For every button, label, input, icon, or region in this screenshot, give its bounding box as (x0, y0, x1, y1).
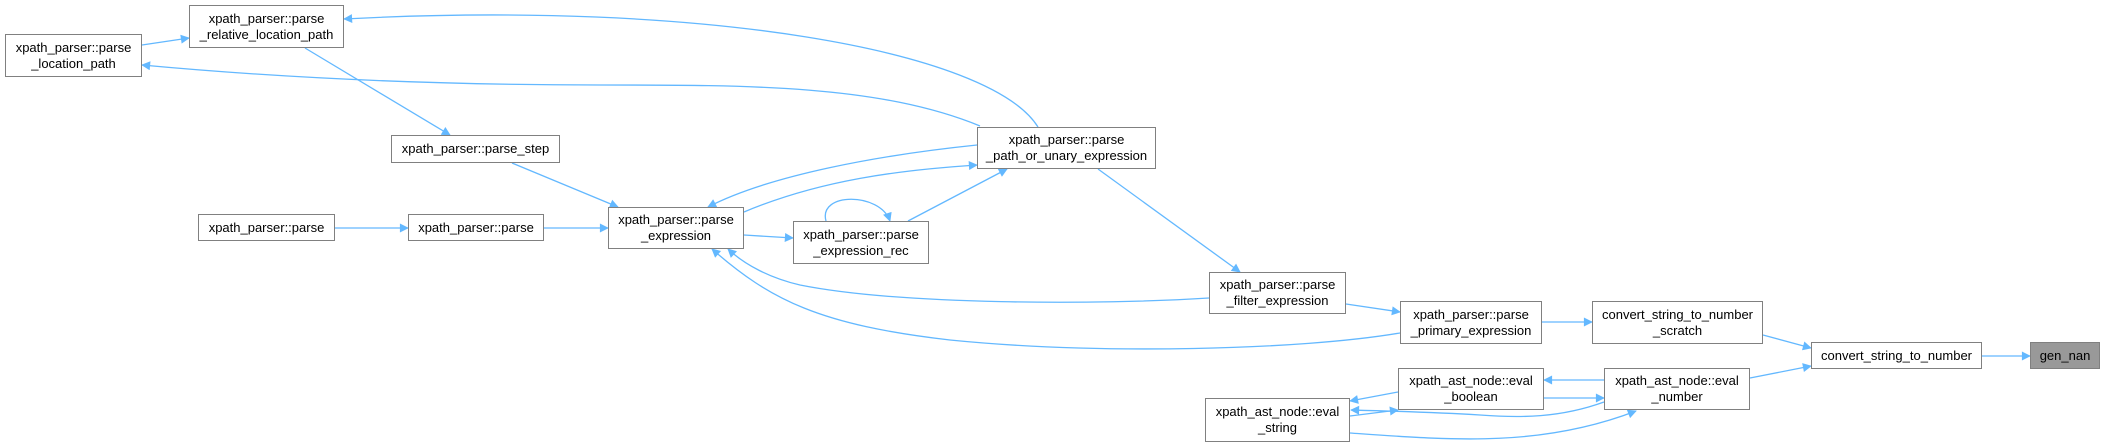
edge-step-to-expression (511, 162, 619, 209)
node-eval-boolean[interactable]: xpath_ast_node::eval _boolean (1398, 368, 1544, 410)
node-label: gen_nan (2039, 347, 2091, 363)
node-label: _relative_location_path (199, 26, 334, 42)
node-label: _string (1257, 420, 1298, 435)
node-parse-path-or-unary-expression[interactable]: xpath_parser::parse _path_or_unary_expre… (977, 127, 1156, 169)
node-label: convert_string_to_number (1601, 306, 1754, 322)
node-parse-filter-expression[interactable]: xpath_parser::parse _filter_expression (1209, 272, 1346, 314)
edge-relative-to-step (304, 47, 451, 136)
node-label: xpath_parser::parse (1413, 306, 1529, 322)
edge-string-to-number (1349, 409, 1637, 440)
node-label: xpath_parser::parse (1219, 277, 1336, 292)
node-label: xpath_parser::parse (15, 39, 132, 55)
node-label: _expression (640, 228, 712, 243)
node-eval-number[interactable]: xpath_ast_node::eval _number (1604, 368, 1750, 410)
node-convert-string-to-number[interactable]: convert_string_to_number (1811, 342, 1982, 369)
node-label: xpath_parser::parse (803, 226, 919, 242)
node-label: _scratch (1652, 322, 1703, 338)
edge-number-to-convert (1749, 363, 1812, 379)
edge-boolean-to-string (1349, 391, 1399, 404)
edge-primary-to-expression (711, 248, 1401, 350)
edge-rec-to-unary (907, 168, 1008, 222)
edge-scratch-to-convert (1762, 334, 1812, 351)
node-parse-expression-rec[interactable]: xpath_parser::parse _expression_rec (793, 221, 929, 264)
node-label: xpath_parser::parse (208, 10, 325, 26)
edge-filter-to-primary (1345, 303, 1401, 316)
node-label: _location_path (31, 55, 116, 71)
node-parse-outer[interactable]: xpath_parser::parse (198, 214, 335, 241)
node-convert-string-to-number-scratch[interactable]: convert_string_to_number _scratch (1592, 301, 1763, 344)
edge-unary-to-expression (707, 144, 978, 208)
node-label: _filter_expression (1226, 293, 1329, 308)
node-label: xpath_ast_node::eval (1615, 373, 1739, 388)
edge-location-to-relative (141, 34, 190, 46)
node-label: xpath_parser::parse (418, 219, 534, 235)
node-label: _primary_expression (1410, 322, 1532, 338)
node-label: xpath_ast_node::eval (1409, 373, 1533, 388)
node-parse-primary-expression[interactable]: xpath_parser::parse _primary_expression (1400, 301, 1542, 344)
node-label: _path_or_unary_expression (985, 148, 1148, 163)
edge-unary-to-location (141, 61, 981, 127)
node-parse-location-path[interactable]: xpath_parser::parse _location_path (5, 34, 142, 77)
node-parse-step[interactable]: xpath_parser::parse_step (391, 135, 560, 163)
node-parse-inner[interactable]: xpath_parser::parse (408, 214, 544, 241)
node-label: xpath_parser::parse (618, 212, 734, 227)
node-label: xpath_parser::parse (208, 219, 325, 235)
edge-expression-to-rec (743, 233, 794, 242)
node-parse-expression[interactable]: xpath_parser::parse _expression (608, 207, 744, 249)
edge-rec-self (824, 198, 892, 222)
edge-filter-to-expression (727, 248, 1210, 303)
node-label: _boolean (1444, 389, 1498, 404)
node-label: _expression_rec (813, 242, 909, 258)
edge-unary-to-relative (343, 14, 1039, 128)
edge-expression-to-unary (743, 161, 978, 213)
node-label: xpath_parser::parse_step (401, 141, 550, 156)
node-label: xpath_parser::parse (1008, 132, 1125, 147)
node-eval-string[interactable]: xpath_ast_node::eval _string (1205, 398, 1350, 442)
edge-number-to-string (1350, 401, 1605, 418)
node-gen-nan: gen_nan (2030, 342, 2100, 369)
node-label: xpath_ast_node::eval (1215, 404, 1340, 419)
node-label: _number (1651, 389, 1703, 404)
node-parse-relative-location-path[interactable]: xpath_parser::parse _relative_location_p… (189, 5, 344, 48)
node-label: convert_string_to_number (1820, 347, 1973, 363)
edge-unary-to-filter (1097, 168, 1241, 273)
